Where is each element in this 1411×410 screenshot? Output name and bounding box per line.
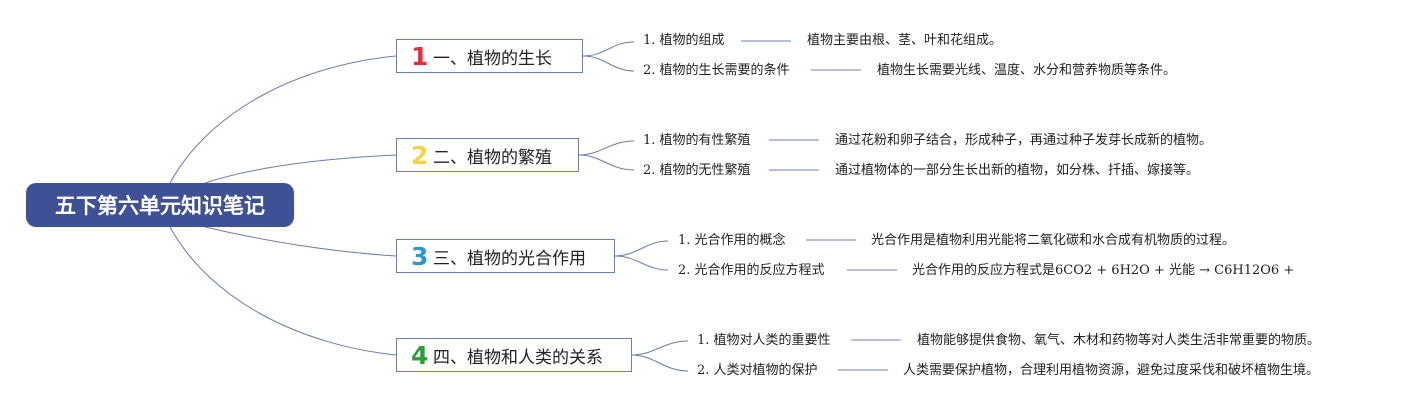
desc-1-2: 植物生长需要光线、温度、水分和营养物质等条件。 — [877, 63, 1177, 78]
number-4-icon: 4 — [411, 340, 429, 370]
number-1-icon: 1 — [411, 41, 429, 71]
desc-2-1: 通过花粉和卵子结合，形成种子，再通过种子发芽长成新的植物。 — [835, 133, 1213, 148]
topic-label: 四、植物和人类的关系 — [433, 347, 603, 368]
subtopic-3-1[interactable]: 1. 光合作用的概念 — [678, 233, 786, 248]
topic-node-3[interactable]: 3 三、植物的光合作用 — [396, 239, 615, 273]
subtopic-4-2[interactable]: 2. 人类对植物的保护 — [697, 363, 818, 378]
topic-node-2[interactable]: 2 二、植物的繁殖 — [396, 138, 579, 172]
desc-3-2: 光合作用的反应方程式是6CO2 + 6H2O + 光能 → C6H12O6 + — [912, 263, 1295, 278]
root-title: 五下第六单元知识笔记 — [55, 194, 265, 218]
desc-4-1: 植物能够提供食物、氧气、木材和药物等对人类生活非常重要的物质。 — [917, 333, 1321, 348]
number-3-icon: 3 — [411, 241, 429, 271]
desc-4-2: 人类需要保护植物，合理利用植物资源，避免过度采伐和破坏植物生境。 — [903, 363, 1320, 378]
topic-label: 三、植物的光合作用 — [433, 248, 586, 269]
topic-node-4[interactable]: 4 四、植物和人类的关系 — [396, 338, 632, 372]
desc-2-2: 通过植物体的一部分生长出新的植物，如分株、扦插、嫁接等。 — [835, 163, 1200, 178]
number-2-icon: 2 — [411, 140, 429, 170]
subtopic-2-1[interactable]: 1. 植物的有性繁殖 — [643, 133, 751, 148]
subtopic-3-2[interactable]: 2. 光合作用的反应方程式 — [678, 263, 825, 278]
desc-1-1: 植物主要由根、茎、叶和花组成。 — [807, 33, 1003, 48]
topic-node-1[interactable]: 1 一、植物的生长 — [396, 39, 583, 73]
subtopic-2-2[interactable]: 2. 植物的无性繁殖 — [643, 163, 751, 178]
subtopic-1-2[interactable]: 2. 植物的生长需要的条件 — [643, 63, 790, 78]
subtopic-4-1[interactable]: 1. 植物对人类的重要性 — [697, 333, 831, 348]
root-node[interactable]: 五下第六单元知识笔记 — [26, 183, 294, 227]
topic-label: 一、植物的生长 — [433, 48, 552, 69]
topic-label: 二、植物的繁殖 — [433, 147, 552, 168]
subtopic-1-1[interactable]: 1. 植物的组成 — [643, 33, 725, 48]
desc-3-1: 光合作用是植物利用光能将二氧化碳和水合成有机物质的过程。 — [871, 233, 1236, 248]
